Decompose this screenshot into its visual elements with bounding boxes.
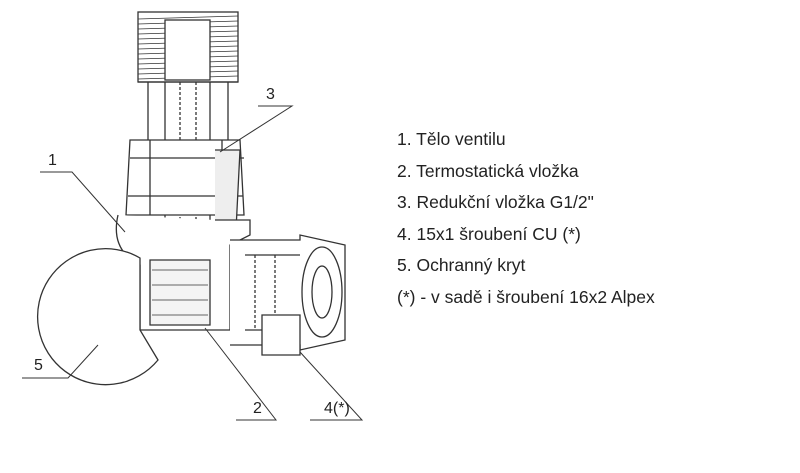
legend-item-3: 3. Redukční vložka G1/2" — [397, 192, 594, 212]
protective-cap — [36, 248, 159, 386]
callout-5: 5 — [34, 357, 43, 374]
parts-legend: 1. Tělo ventilu 2. Termostatická vložka … — [397, 124, 655, 313]
callout-3: 3 — [266, 86, 275, 103]
reduction-nut — [125, 139, 245, 231]
legend-item-1: 1. Tělo ventilu — [397, 129, 506, 149]
thread-line — [137, 15, 239, 20]
legend-item-2: 2. Termostatická vložka — [397, 160, 579, 181]
callout-2: 2 — [253, 400, 262, 417]
valve-body — [115, 214, 251, 331]
legend-note: (*) - v sadě i šroubení 16x2 Alpex — [397, 286, 655, 307]
callout-4: 4(*) — [324, 400, 350, 417]
leader-lines — [22, 105, 364, 421]
legend-item-4: 4. 15x1 šroubení CU (*) — [397, 223, 581, 244]
callout-1: 1 — [48, 152, 57, 169]
threaded-pipe — [137, 11, 239, 83]
compression-fitting — [230, 234, 346, 356]
legend-item-5: 5. Ochranný kryt — [397, 255, 526, 275]
